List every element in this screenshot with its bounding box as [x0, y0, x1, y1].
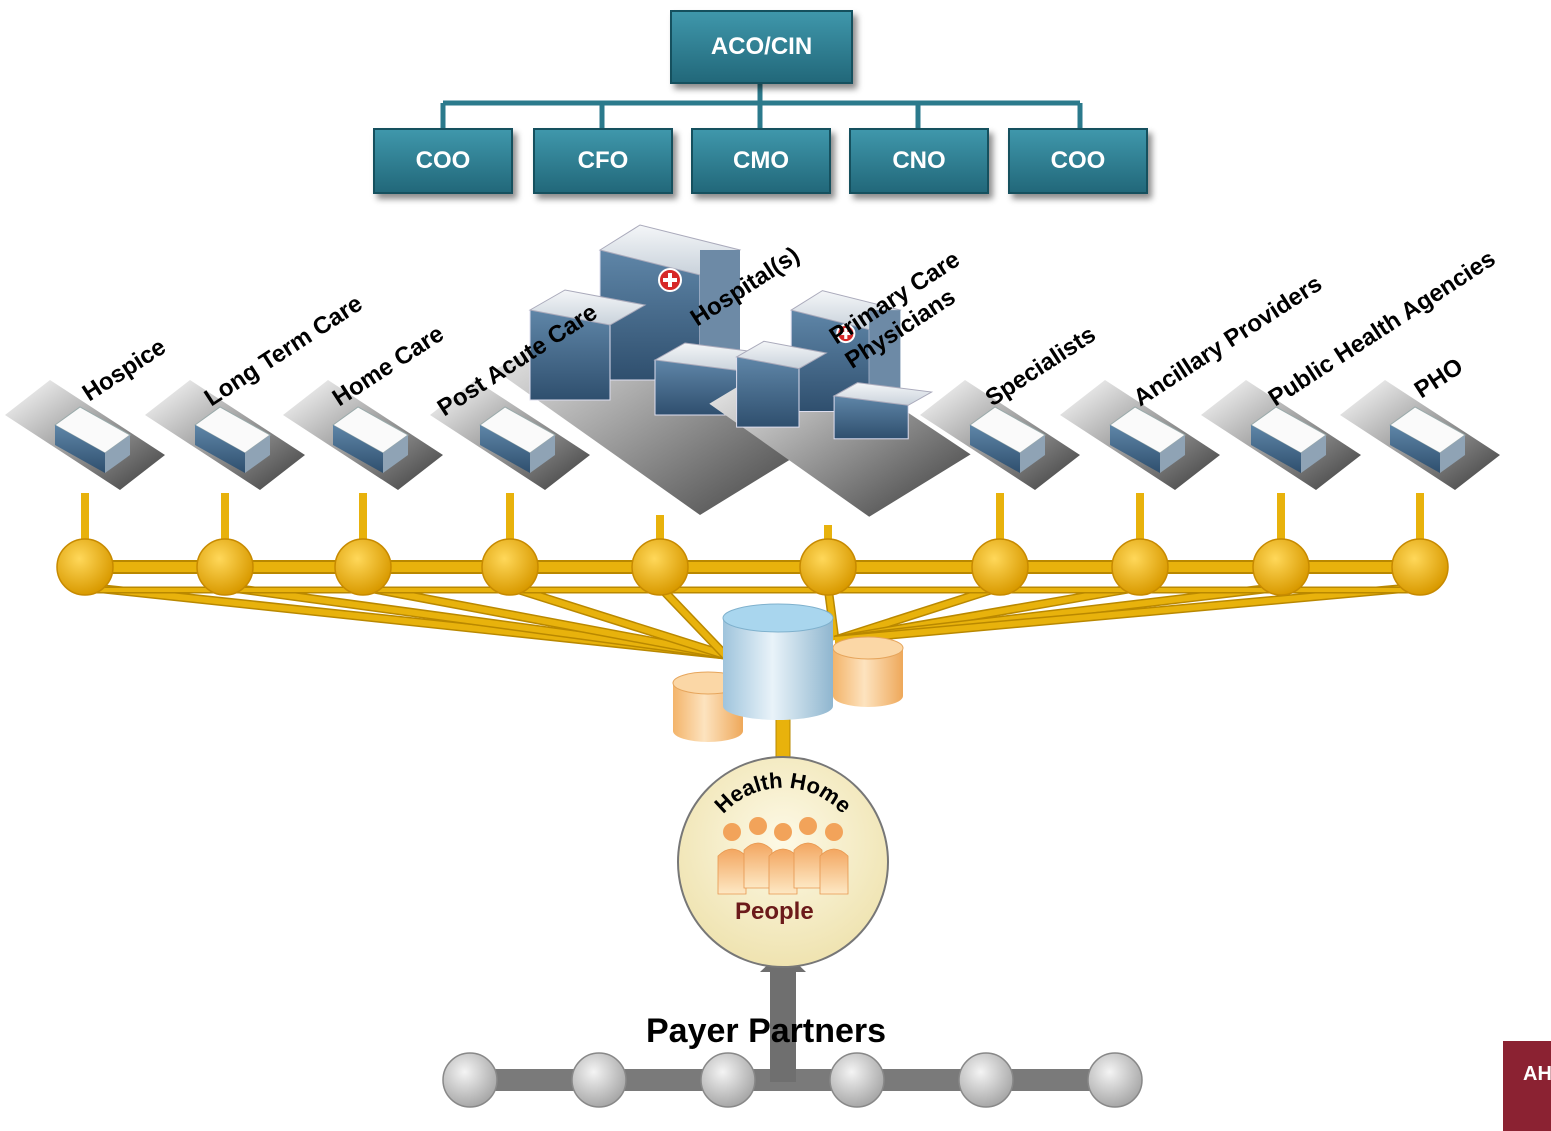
building-front: [333, 425, 383, 473]
building-front: [1110, 425, 1160, 473]
wing-left: [736, 356, 800, 428]
person-icon: [717, 823, 747, 895]
payer-node: [829, 1052, 885, 1108]
hub-link: [657, 584, 728, 658]
payer-node: [571, 1052, 627, 1108]
org-child-cfo: CFO: [533, 128, 673, 194]
hub-link: [825, 586, 838, 641]
person-icon: [819, 823, 849, 895]
database-icon: [672, 603, 904, 742]
person-icon: [743, 817, 773, 889]
building-side: [1440, 435, 1465, 473]
building-side: [105, 435, 130, 473]
network-node: [196, 538, 254, 596]
building-front: [1390, 425, 1440, 473]
network-node: [971, 538, 1029, 596]
payer-nodes: [442, 1052, 1143, 1108]
org-root-aco-cin: ACO/CIN: [670, 10, 853, 84]
site-5-hospital-complex: [495, 224, 830, 567]
payer-node: [442, 1052, 498, 1108]
hub-connectors: [84, 582, 1421, 660]
site-7-small-building: [920, 380, 1080, 567]
site-6-hospital-complex: [709, 290, 971, 567]
building-side: [383, 435, 408, 473]
network-node: [1252, 538, 1310, 596]
building-side: [245, 435, 270, 473]
building-front: [1251, 425, 1301, 473]
corner-badge: AH: [1503, 1041, 1551, 1131]
network-node: [631, 538, 689, 596]
org-chart-connectors: [440, 84, 1083, 128]
network-bus: [85, 560, 1420, 594]
site-2-small-building: [145, 380, 305, 567]
hub-link: [362, 584, 726, 658]
payer-node: [958, 1052, 1014, 1108]
hub-link: [834, 584, 1421, 643]
site-3-small-building: [283, 380, 443, 567]
wing-left-roof: [528, 289, 647, 326]
building-front: [970, 425, 1020, 473]
building-side: [1301, 435, 1326, 473]
network-node: [56, 538, 114, 596]
payer-node: [1087, 1052, 1143, 1108]
wing-left-roof: [735, 340, 828, 370]
org-child-cno: CNO: [849, 128, 989, 194]
org-child-coo-2: COO: [1008, 128, 1148, 194]
building-front: [195, 425, 245, 473]
building-front: [55, 425, 105, 473]
building-side: [1160, 435, 1185, 473]
people-label: People: [735, 898, 814, 925]
org-child-cmo: CMO: [691, 128, 831, 194]
wing-left: [529, 309, 611, 401]
org-child-coo: COO: [373, 128, 513, 194]
payer-node: [700, 1052, 756, 1108]
hub-link: [509, 584, 726, 658]
building-front: [480, 425, 530, 473]
wing-front-roof: [832, 382, 934, 406]
network-node: [334, 538, 392, 596]
network-node: [1391, 538, 1449, 596]
payer-partners-label: Payer Partners: [646, 1012, 887, 1050]
building-side: [530, 435, 555, 473]
people-group-icon: [717, 817, 849, 895]
network-nodes: [56, 538, 1449, 596]
network-node: [1111, 538, 1169, 596]
building-side: [1020, 435, 1045, 473]
network-node: [799, 538, 857, 596]
network-node: [481, 538, 539, 596]
person-icon: [793, 817, 823, 889]
